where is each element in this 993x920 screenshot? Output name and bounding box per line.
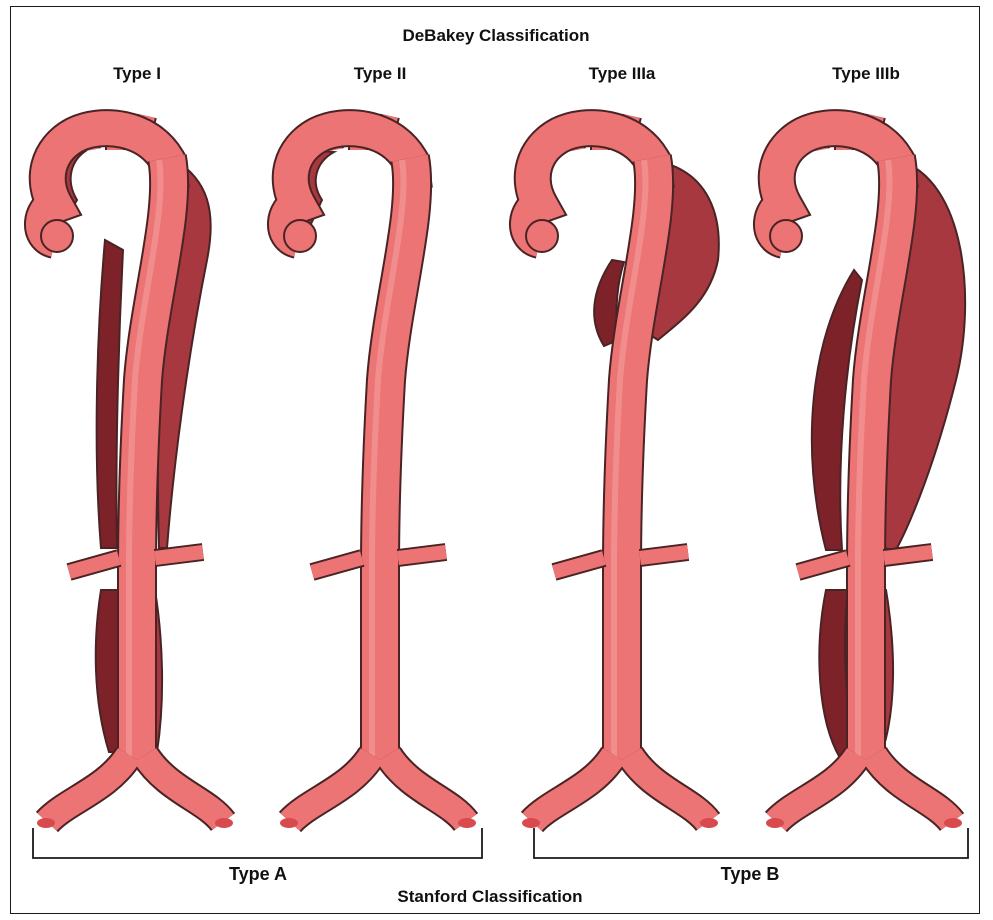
group-label-type-b: Type B — [721, 864, 780, 885]
bracket-type-b — [534, 828, 968, 858]
aorta-type-iiia — [522, 112, 719, 828]
bracket-type-a — [33, 828, 482, 858]
aorta-type-i — [37, 112, 233, 828]
aorta-type-ii — [280, 112, 476, 828]
group-label-type-a: Type A — [229, 864, 287, 885]
aorta-type-iiib — [766, 112, 965, 828]
stanford-classification-title: Stanford Classification — [397, 887, 582, 907]
